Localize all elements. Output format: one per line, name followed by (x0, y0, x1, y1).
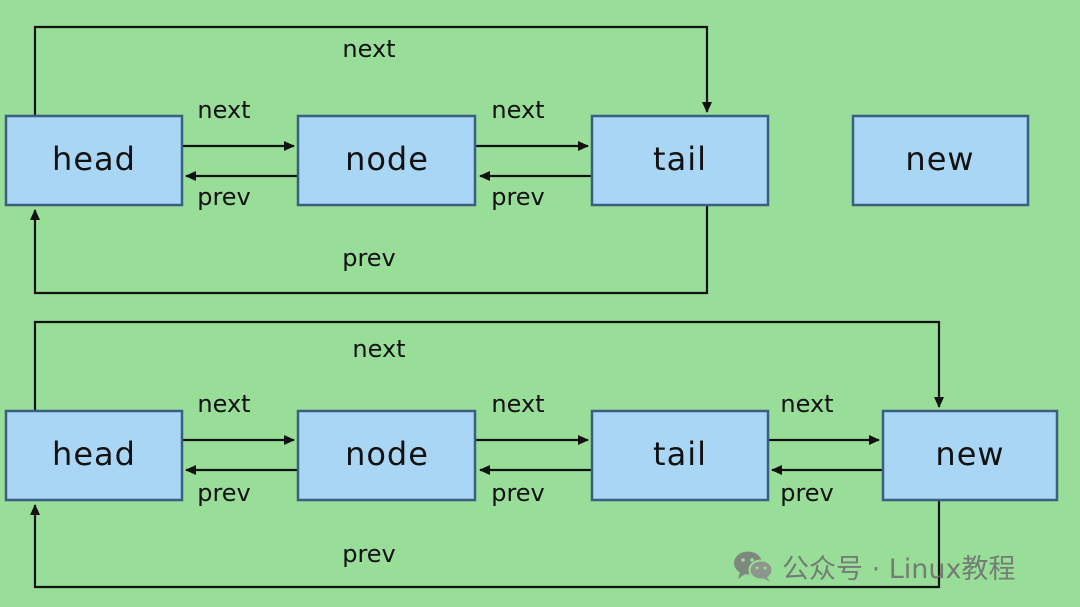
diagram-after-insert: next prev next prev next prev next prev … (4, 320, 1059, 589)
edge-label-next: next (780, 390, 833, 418)
edge-label-next: next (352, 335, 405, 363)
node-head-label: head (52, 435, 136, 473)
edge-label-prev: prev (491, 479, 545, 507)
edge-label-next: next (491, 96, 544, 124)
node-tail (590, 409, 770, 502)
node-tail-label: tail (653, 435, 707, 473)
node-middle (296, 409, 477, 502)
diagram-before-insert: next prev next prev next prev head node … (4, 25, 1030, 295)
edge-label-prev: prev (342, 540, 396, 568)
node-head (4, 409, 184, 502)
head-to-tail-next-edge (33, 25, 712, 115)
tail-to-head-prev-edge (30, 205, 709, 295)
edge-label-prev: prev (197, 479, 251, 507)
head-to-new-next-edge (33, 320, 944, 410)
edge-label-next: next (491, 390, 544, 418)
node-head-label: head (52, 140, 136, 178)
node-tail-label: tail (653, 140, 707, 178)
node-new-label: new (905, 140, 974, 178)
node-new (881, 409, 1059, 502)
node-middle-label: node (345, 435, 429, 473)
edge-label-prev: prev (491, 183, 545, 211)
watermark: 公众号 · Linux教程 (732, 546, 1016, 586)
edge-label-next: next (197, 390, 250, 418)
node-tail (590, 114, 770, 207)
edge-label-next: next (197, 96, 250, 124)
node-middle-label: node (345, 140, 429, 178)
node-new-label: new (935, 435, 1004, 473)
edge-label-prev: prev (780, 479, 834, 507)
edge-label-prev: prev (197, 183, 251, 211)
edge-label-prev: prev (342, 244, 396, 272)
node-middle (296, 114, 477, 207)
wechat-icon (734, 551, 774, 582)
new-to-head-prev-edge (30, 500, 941, 589)
node-new (851, 114, 1030, 207)
node-head (4, 114, 184, 207)
watermark-text: 公众号 · Linux教程 (782, 553, 1016, 585)
edge-label-next: next (342, 35, 395, 63)
